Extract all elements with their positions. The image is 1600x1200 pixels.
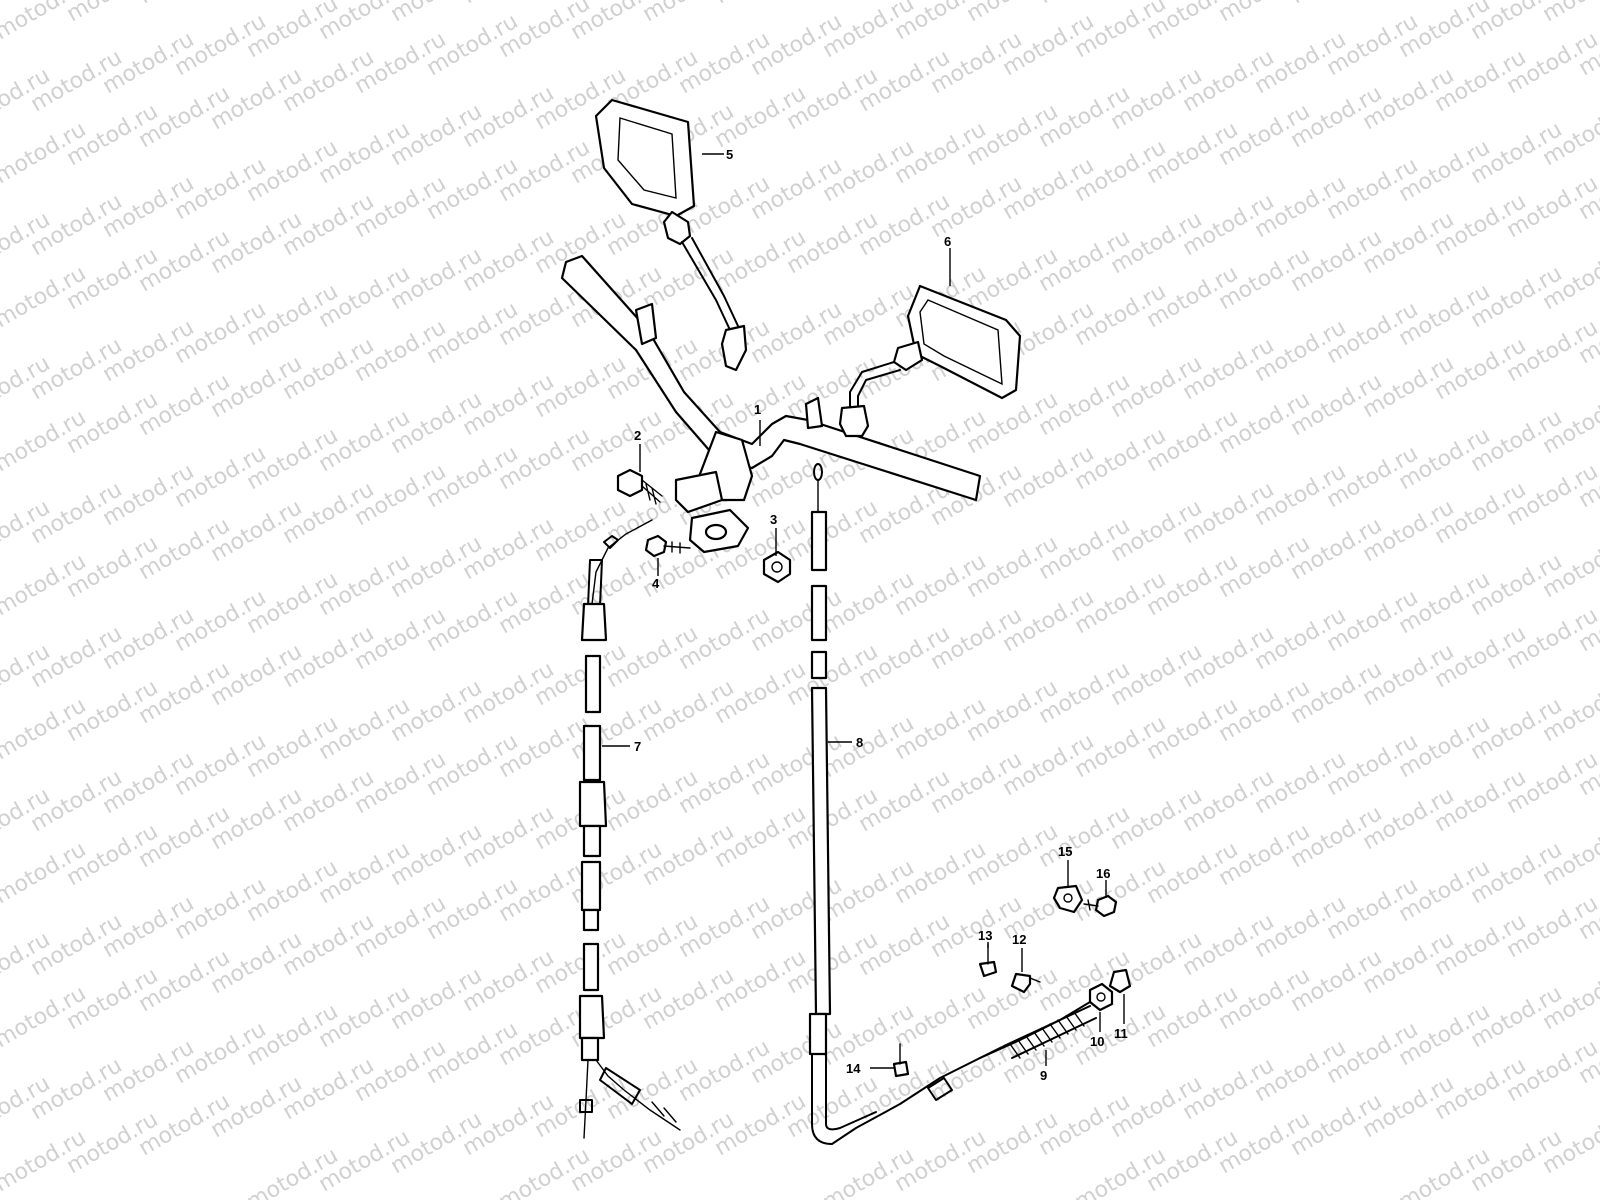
- callout-16: 16: [1096, 866, 1110, 881]
- callout-9: 9: [1040, 1068, 1047, 1083]
- cap-11: [1108, 968, 1132, 994]
- bolt-4: [644, 534, 691, 558]
- screw-14: [892, 1043, 910, 1078]
- mirror-6: [838, 284, 1022, 438]
- callout-15: 15: [1058, 844, 1072, 859]
- callout-1: 1: [754, 402, 761, 417]
- handlebar: [560, 254, 982, 502]
- watermark-text: motod.ru: [711, 0, 811, 9]
- clamp-15: [1052, 884, 1084, 914]
- nut-10: [1088, 982, 1114, 1012]
- callout-4: 4: [652, 576, 660, 591]
- callout-leaders: [602, 153, 1125, 1069]
- watermark-text: motod.ru: [135, 0, 235, 9]
- mirror-5: [594, 98, 748, 372]
- callout-8: 8: [856, 735, 863, 750]
- callout-5: 5: [726, 147, 733, 162]
- callout-11: 11: [1114, 1026, 1128, 1041]
- bolt-2: [616, 468, 663, 505]
- cable-adjuster-9: [1003, 1005, 1097, 1059]
- handlebar-clamp: [674, 430, 754, 554]
- watermark-text: motod.ru: [1539, 0, 1600, 27]
- callout-13: 13: [978, 928, 992, 943]
- clamp-12: [1010, 972, 1041, 994]
- clutch-cable: [808, 463, 1101, 1145]
- callout-12: 12: [1012, 932, 1026, 947]
- callout-10: 10: [1090, 1034, 1104, 1049]
- bolt-16: [1083, 894, 1118, 918]
- watermark-text: motod.ru: [1035, 0, 1135, 9]
- callout-7: 7: [634, 739, 641, 754]
- callout-labels: 1 2 3 4 5 6 7 8 9 10 11 12 13 14 15 16: [634, 147, 1128, 1083]
- throttle-cable: [578, 519, 681, 1139]
- screw-13: [978, 943, 998, 978]
- watermark-text: motod.ru: [1287, 0, 1387, 9]
- watermark-text: motod.ru: [459, 0, 559, 9]
- callout-2: 2: [634, 428, 641, 443]
- callout-3: 3: [770, 512, 777, 527]
- callout-14: 14: [846, 1061, 861, 1076]
- callout-6: 6: [944, 234, 951, 249]
- nut-3: [762, 550, 792, 584]
